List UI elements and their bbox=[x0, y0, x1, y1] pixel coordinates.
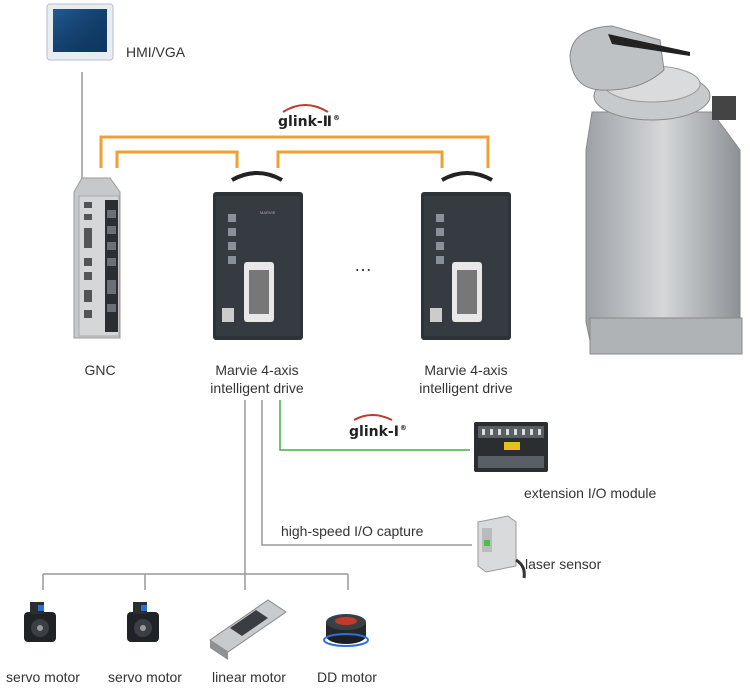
motor-tree bbox=[42, 400, 349, 590]
drive1-label-line2: intelligent drive bbox=[210, 380, 304, 396]
glink1-line bbox=[279, 400, 470, 451]
svg-text:MARVIE: MARVIE bbox=[260, 210, 276, 215]
hmi-label: HMI/VGA bbox=[126, 44, 186, 60]
motor1-label: servo motor bbox=[6, 669, 80, 685]
motor2-label: servo motor bbox=[108, 669, 182, 685]
more-drives-ellipsis: … bbox=[354, 255, 374, 275]
drive2-label-line2: intelligent drive bbox=[419, 380, 513, 396]
io-capture-label: high-speed I/O capture bbox=[281, 523, 424, 539]
glink2-label: glink-Ⅱ® bbox=[278, 114, 340, 130]
io-capture-line bbox=[261, 400, 472, 546]
gnc-label: GNC bbox=[84, 362, 116, 378]
glink1-label: glink-Ⅰ® bbox=[349, 424, 407, 440]
motor3-label: linear motor bbox=[212, 669, 286, 685]
motor4-label: DD motor bbox=[317, 669, 377, 685]
io-module-label: extension I/O module bbox=[524, 485, 657, 501]
drive1-label-line1: Marvie 4-axis bbox=[215, 362, 299, 378]
laser-sensor-label: laser sensor bbox=[525, 556, 602, 572]
glink2-bus bbox=[99, 135, 490, 168]
drive2-label-line1: Marvie 4-axis bbox=[424, 362, 508, 378]
